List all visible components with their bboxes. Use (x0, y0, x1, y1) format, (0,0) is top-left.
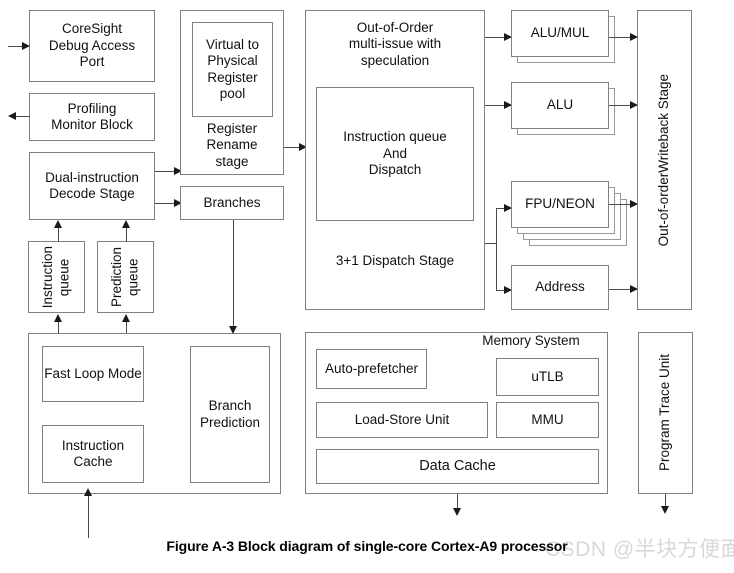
label-out-of-order-multi-issue: Out-of-Order multi-issue with speculatio… (348, 20, 442, 68)
block-profiling-monitor-block: Profiling Monitor Block (29, 93, 155, 141)
arrowhead-decode-to-rename (174, 167, 182, 175)
block-label: CoreSight Debug Access Port (48, 21, 136, 70)
arrowhead-alumul-to-writeback (630, 33, 638, 41)
connector-memory-out (457, 494, 458, 512)
arrowhead-ptu-out (661, 506, 669, 514)
block-label: MMU (531, 411, 564, 427)
connector-coresight-in (8, 46, 28, 47)
arrowhead-rename-to-dispatch (299, 143, 307, 151)
block-label: Load-Store Unit (354, 411, 450, 427)
arrowhead-external-to-icache (84, 488, 92, 496)
connector-fetch-to-pq (126, 320, 127, 334)
connector-pq-to-decode (126, 226, 127, 242)
connector-address-to-writeback (609, 289, 639, 290)
block-instruction-cache: Instruction Cache (42, 425, 144, 483)
block-label: Instruction Cache (61, 437, 125, 469)
connector-decode-to-branches (155, 203, 180, 204)
block-label: ALU (546, 97, 574, 113)
figure-caption: Figure A-3 Block diagram of single-core … (166, 538, 568, 554)
block-label: Branch Prediction (199, 398, 261, 430)
label-register-rename-stage: Register Rename stage (206, 121, 258, 169)
connector-fetch-to-iq (58, 320, 59, 334)
connector-external-to-icache (88, 494, 89, 538)
connector-dispatch-fork-stem (485, 243, 496, 244)
arrowhead-fpu-to-writeback (630, 200, 638, 208)
block-label: Fast Loop Mode (44, 365, 142, 381)
connector-ptu-out (665, 494, 666, 510)
arrowhead-fetch-to-pq (122, 314, 130, 322)
connector-branches-to-bp (233, 220, 234, 328)
connector-dispatch-fork-bus (496, 208, 497, 290)
arrowhead-dispatch-to-alumul (504, 33, 512, 41)
arrowhead-profiling-out (8, 112, 16, 120)
connector-decode-to-rename (155, 171, 180, 172)
connector-rename-to-dispatch (284, 147, 306, 148)
block-writeback-stage: Out-of-orderWriteback Stage (637, 10, 692, 310)
arrowhead-decode-to-branches (174, 199, 182, 207)
block-fast-loop-mode: Fast Loop Mode (42, 346, 144, 402)
block-label: Prediction queue (109, 246, 141, 308)
csdn-watermark: CSDN @半块方便面 (545, 538, 734, 561)
block-label: Virtual to Physical Register pool (205, 36, 260, 101)
arrowhead-dispatch-to-alu (504, 101, 512, 109)
block-mmu: MMU (496, 402, 599, 438)
arrowhead-branches-to-bp (229, 326, 237, 334)
connector-fpu-to-writeback (609, 204, 639, 205)
arrowhead-pq-to-decode (122, 220, 130, 228)
label-memory-system: Memory System (482, 333, 580, 348)
block-label: ALU/MUL (530, 25, 590, 41)
connector-profiling-out (12, 116, 30, 117)
block-label: Profiling Monitor Block (51, 100, 133, 132)
connector-iq-to-decode (58, 226, 59, 242)
block-label: Dual-instruction Decode Stage (45, 169, 139, 201)
arrowhead-address-to-writeback (630, 285, 638, 293)
arrowhead-memory-out (453, 508, 461, 516)
connector-dispatch-to-alumul (485, 37, 511, 38)
connector-fork-to-address (496, 290, 511, 291)
block-fpu-neon: FPU/NEON (511, 181, 609, 228)
block-prediction-queue-small: Prediction queue (97, 241, 154, 313)
block-dual-instruction-decode-stage: Dual-instruction Decode Stage (29, 152, 155, 220)
block-label: Address (535, 279, 585, 295)
block-auto-prefetcher: Auto-prefetcher (316, 349, 427, 389)
block-alu-mul: ALU/MUL (511, 10, 609, 57)
block-label: uTLB (531, 368, 564, 384)
block-label: Out-of-orderWriteback Stage (656, 73, 672, 247)
block-utlb: uTLB (496, 358, 599, 396)
block-label: Instruction queue (40, 245, 72, 309)
block-coresight-debug-access-port: CoreSight Debug Access Port (29, 10, 155, 82)
connector-alu-to-writeback (609, 105, 639, 106)
arrowhead-fork-to-fpu (504, 204, 512, 212)
block-data-cache: Data Cache (316, 449, 599, 484)
arrowhead-alu-to-writeback (630, 101, 638, 109)
block-load-store-unit: Load-Store Unit (316, 402, 488, 438)
block-label: Auto-prefetcher (324, 360, 419, 376)
connector-fork-to-fpu (496, 208, 511, 209)
block-label: Branches (203, 194, 261, 210)
block-branches: Branches (180, 186, 284, 220)
block-label: Instruction queue And Dispatch (343, 129, 447, 178)
connector-alumul-to-writeback (609, 37, 639, 38)
block-label: Program Trace Unit (657, 354, 673, 472)
block-alu: ALU (511, 82, 609, 129)
arrowhead-fetch-to-iq (54, 314, 62, 322)
block-program-trace-unit: Program Trace Unit (638, 332, 693, 494)
label-dispatch-stage-footer: 3+1 Dispatch Stage (335, 253, 455, 268)
block-label: Data Cache (419, 457, 496, 474)
block-address: Address (511, 265, 609, 310)
block-instruction-queue-and-dispatch: Instruction queue And Dispatch (316, 87, 474, 221)
block-label: FPU/NEON (525, 196, 595, 212)
arrowhead-fork-to-address (504, 286, 512, 294)
block-virtual-to-physical-register-pool: Virtual to Physical Register pool (192, 22, 273, 117)
arrowhead-coresight-in (22, 42, 30, 50)
block-branch-prediction: Branch Prediction (190, 346, 270, 483)
block-instruction-queue-small: Instruction queue (28, 241, 85, 313)
arrowhead-iq-to-decode (54, 220, 62, 228)
connector-dispatch-to-alu (485, 105, 511, 106)
